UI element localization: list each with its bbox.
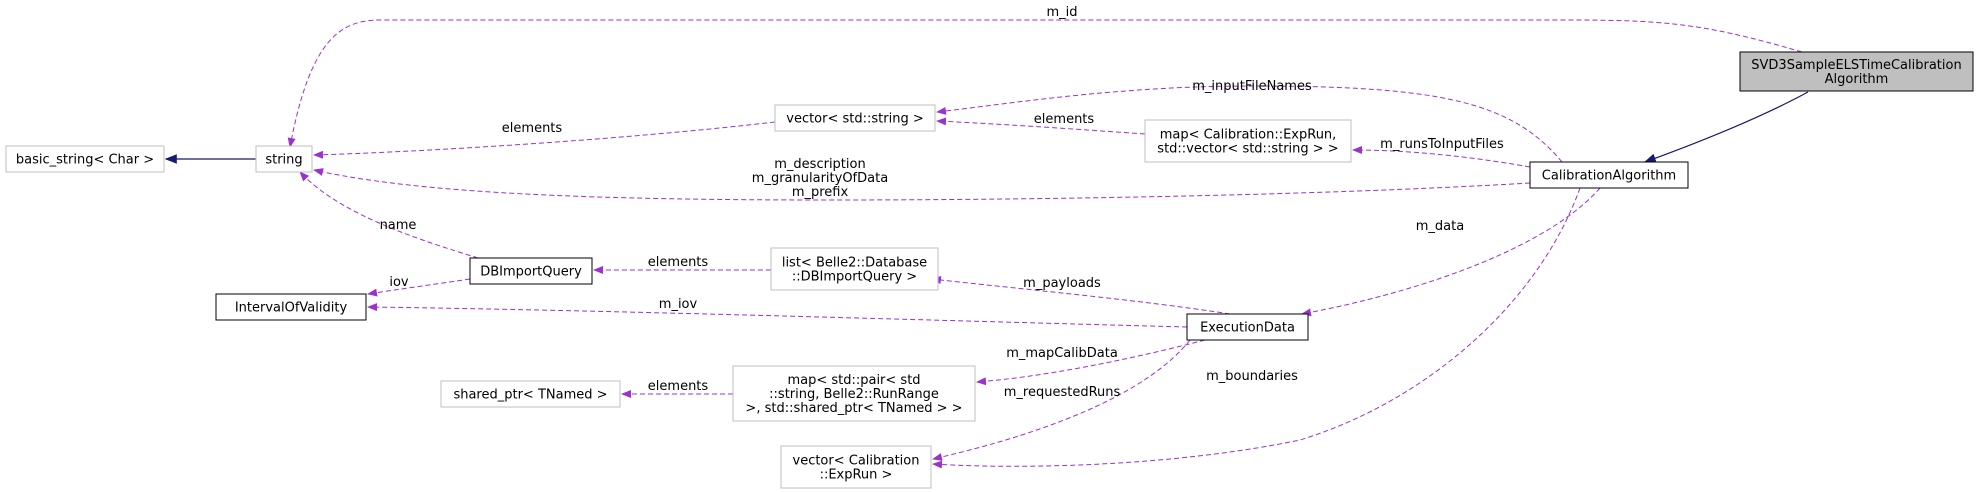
edge-name: [299, 171, 479, 259]
edge-m_runsToInputFiles: [1352, 146, 1531, 168]
node-label: ExecutionData: [1200, 321, 1295, 336]
node-box: [255, 145, 313, 173]
edge-label-m-iov: m_iov: [659, 297, 698, 312]
edge-m_iov: [367, 303, 1188, 328]
node-label: list< Belle2::Database: [782, 256, 927, 271]
node-label: vector< Calibration: [793, 454, 920, 469]
node-box: [780, 445, 932, 489]
edge-iov: [367, 278, 471, 297]
edge-map_elements: [936, 117, 1146, 135]
edge-label-shared-elements: elements: [648, 379, 709, 394]
node-label: IntervalOfValidity: [235, 301, 348, 316]
node-box: [774, 104, 936, 132]
node-label: vector< std::string >: [786, 112, 923, 127]
node-box: [770, 247, 939, 291]
edge-m_payloads: [931, 276, 1231, 315]
edge-m_id: [287, 19, 1803, 148]
node-label: std::vector< std::string > >: [1157, 142, 1338, 157]
edge-label-m-description: m_granularityOfData: [752, 171, 888, 186]
edge-m_description: [313, 168, 1531, 201]
inheritance-edge-16: [1643, 91, 1809, 163]
edge-label-m-description: m_prefix: [792, 185, 849, 200]
node-label: ::ExpRun >: [820, 468, 893, 483]
node-vector-exprun: vector< Calibration::ExpRun >: [780, 445, 932, 489]
edge-vector_elements: [313, 121, 776, 159]
edge-label-vector-elements: elements: [502, 121, 563, 136]
node-box: [469, 257, 593, 285]
node-label: map< Calibration::ExpRun,: [1160, 128, 1337, 143]
node-label: string: [265, 153, 302, 168]
edge-m_mapCalibData: [976, 339, 1206, 386]
edge-label-m-description: m_description: [774, 157, 865, 172]
node-box: [732, 365, 976, 422]
edge-label-m-id: m_id: [1046, 5, 1077, 20]
node-map-exprun: map< Calibration::ExpRun,std::vector< st…: [1144, 119, 1352, 163]
node-dbimport[interactable]: DBImportQuery: [469, 257, 593, 285]
node-calib[interactable]: CalibrationAlgorithm: [1529, 161, 1689, 189]
node-interval[interactable]: IntervalOfValidity: [215, 293, 367, 321]
node-box: [5, 145, 165, 173]
edge-label-m-data: m_data: [1416, 219, 1464, 234]
node-label: DBImportQuery: [480, 265, 582, 280]
edge-label-m-inputFileNames: m_inputFileNames: [1192, 79, 1312, 94]
edge-label-iov: iov: [389, 275, 409, 290]
node-label: CalibrationAlgorithm: [1542, 169, 1676, 184]
node-map-pair: map< std::pair< std::string, Belle2::Run…: [732, 365, 976, 422]
node-box: [215, 293, 367, 321]
node-label: ::string, Belle2::RunRange: [769, 387, 939, 402]
node-vector-string: vector< std::string >: [774, 104, 936, 132]
node-shared-ptr: shared_ptr< TNamed >: [440, 380, 621, 408]
node-label: basic_string< Char >: [16, 153, 154, 168]
edge-m_boundaries: [932, 187, 1581, 469]
edge-label-name: name: [380, 218, 417, 233]
node-label: ::DBImportQuery >: [792, 270, 917, 285]
edge-m_inputFileNames: [936, 85, 1563, 163]
node-box: [440, 380, 621, 408]
node-box: [1144, 119, 1352, 163]
node-string: string: [255, 145, 313, 173]
edge-label-m-runsToInputFiles: m_runsToInputFiles: [1380, 137, 1504, 152]
edge-label-m-boundaries: m_boundaries: [1206, 369, 1298, 384]
edge-label-map-elements: elements: [1034, 112, 1095, 127]
edge-label-list-elements: elements: [648, 255, 709, 270]
node-label: SVD3SampleELSTimeCalibration: [1751, 58, 1961, 73]
node-box: [1529, 161, 1689, 189]
edge-label-m-payloads: m_payloads: [1023, 276, 1101, 291]
edge-label-m-mapCalibData: m_mapCalibData: [1006, 346, 1118, 361]
node-basic-string: basic_string< Char >: [5, 145, 165, 173]
node-label: >, std::shared_ptr< TNamed > >: [745, 401, 962, 416]
edge-m_data: [1301, 187, 1601, 317]
edge-label-m-requestedRuns: m_requestedRuns: [1004, 385, 1121, 400]
node-label: shared_ptr< TNamed >: [453, 388, 607, 403]
node-label: map< std::pair< std: [787, 373, 920, 388]
node-label: Algorithm: [1825, 72, 1889, 87]
node-list-db: list< Belle2::Database::DBImportQuery >: [770, 247, 939, 291]
edge-m_requestedRuns: [932, 339, 1191, 461]
node-execdata[interactable]: ExecutionData: [1186, 313, 1309, 341]
node-box: [1739, 51, 1974, 92]
node-box: [1186, 313, 1309, 341]
